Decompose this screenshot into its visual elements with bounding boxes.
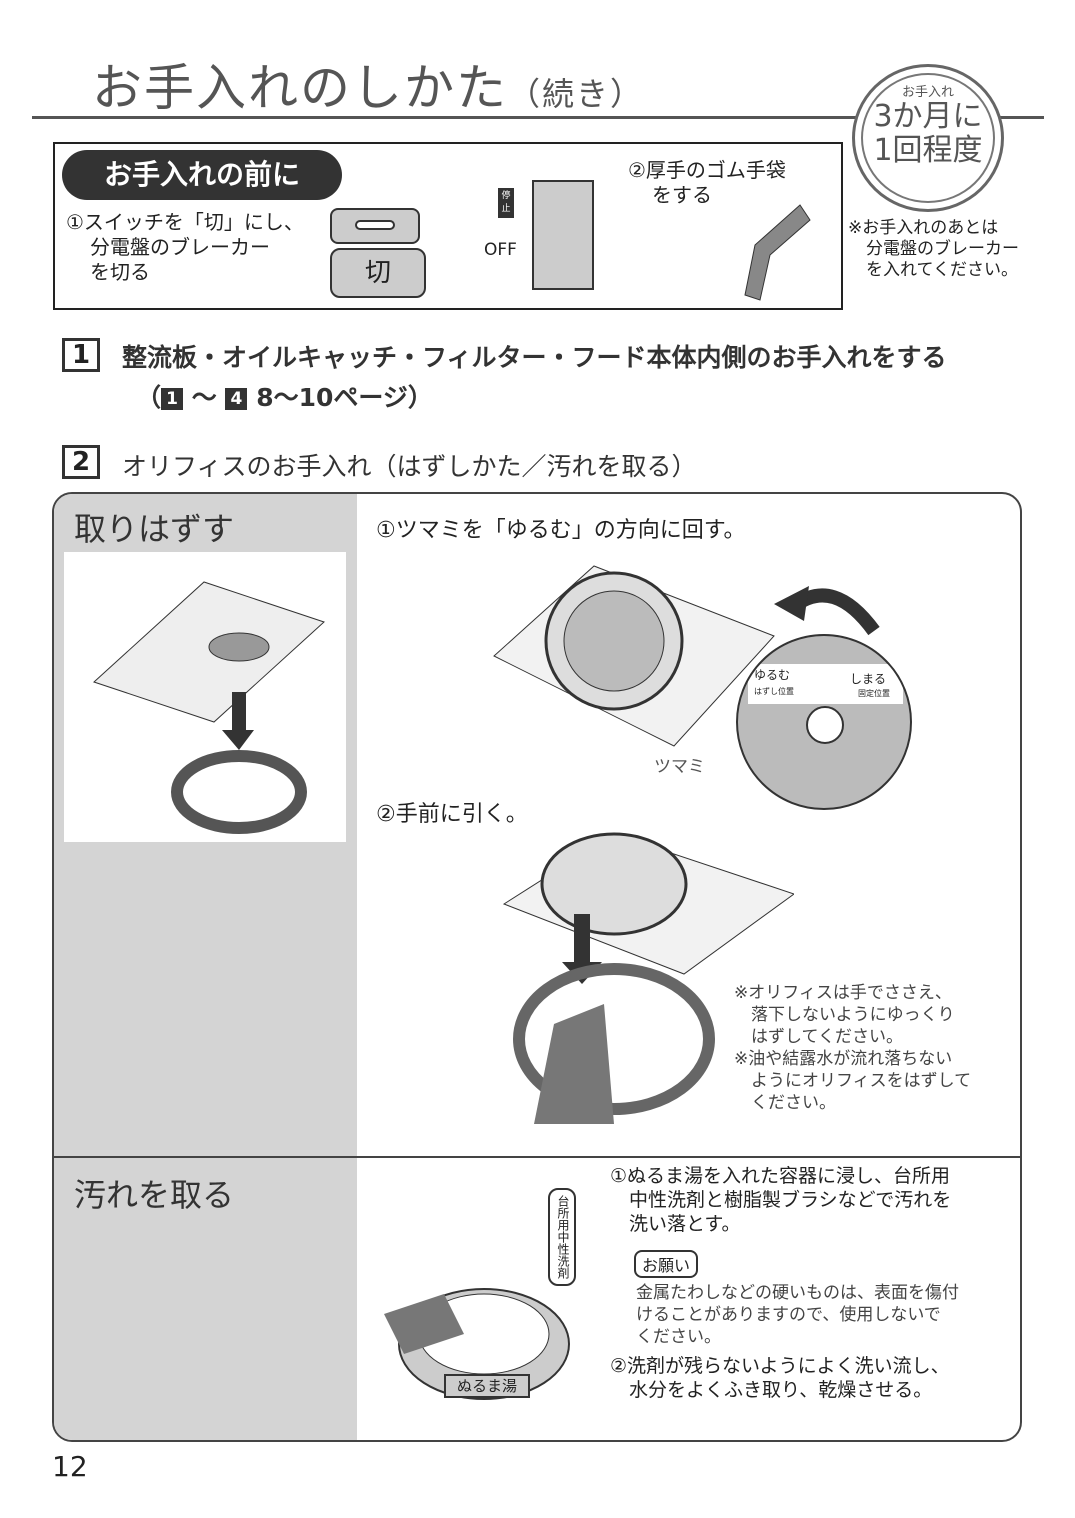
hood-illustration (493, 565, 775, 747)
section2-title: オリフィスのお手入れ（はずしかた／汚れを取る） (122, 452, 697, 481)
before-heading: お手入れの前に (62, 150, 342, 200)
glove-illustration (744, 204, 811, 301)
request-text: 金属たわしなどの硬いものは、表面を傷付けることがありますので、使用しないでくださ… (636, 1283, 959, 1347)
switch-top-illustration (330, 208, 420, 244)
step2-text: ②厚手のゴム手袋をする (628, 158, 786, 207)
after-note: ※お手入れのあとは分電盤のブレーカーを入れてください。 (848, 218, 1019, 280)
detergent-bottle: 台所用中性洗剤 (548, 1188, 576, 1286)
remove-notes: ※オリフィスは手でささえ、 落下しないようにゆっくり はずしてください。※油や結… (734, 983, 972, 1113)
page-title: お手入れのしかた（続き） (92, 59, 645, 117)
remove-step2: ②手前に引く。 (376, 802, 528, 827)
rotate-arrow-icon (774, 586, 880, 636)
remove-heading: 取りはずす (74, 510, 235, 548)
step1-text: ①スイッチを「切」にし、分電盤のブレーカーを切る (66, 210, 304, 284)
section-number: 2 (62, 445, 100, 479)
section1-ref: （1 ～ 4 8～10ページ） (136, 383, 433, 412)
page-number: 12 (52, 1450, 88, 1483)
remove-overview-illustration (64, 552, 346, 842)
section1-title: 整流板・オイルキャッチ・フィルター・フード本体内側のお手入れをする (122, 343, 947, 372)
breaker-illustration (532, 180, 594, 290)
clean-step2: ②洗剤が残らないようによく洗い流し、 水分をよくふき取り、乾燥させる。 (610, 1355, 950, 1401)
divider (32, 116, 1044, 119)
dial-detail: ゆるむ しまる はずし位置 固定位置 (736, 634, 912, 810)
request-badge: お願い (634, 1250, 699, 1278)
clean-step1: ①ぬるま湯を入れた容器に浸し、台所用 中性洗剤と樹脂製ブラシなどで汚れを 洗い落… (610, 1165, 952, 1235)
pull-orifice-illustration (502, 832, 794, 1124)
basin-illustration (384, 1288, 570, 1400)
remove-step1: ①ツマミを「ゆるむ」の方向に回す。 (376, 518, 746, 543)
clean-heading: 汚れを取る (74, 1176, 235, 1214)
stop-arrow-icon: 停止 (498, 188, 514, 218)
knob-icon (806, 706, 844, 744)
off-label: OFF (484, 240, 517, 260)
knob-label: ツマミ (654, 757, 705, 777)
basin-label: ぬるま湯 (444, 1374, 530, 1398)
section-number: 1 (62, 338, 100, 372)
orifice-panel: 取りはずす ①ツマミを「ゆるむ」の方向に回す。 ゆるむ しまる はずし位置 固定… (52, 492, 1022, 1442)
switch-off-label: 切 (330, 248, 426, 298)
before-maintenance-box (53, 142, 843, 310)
